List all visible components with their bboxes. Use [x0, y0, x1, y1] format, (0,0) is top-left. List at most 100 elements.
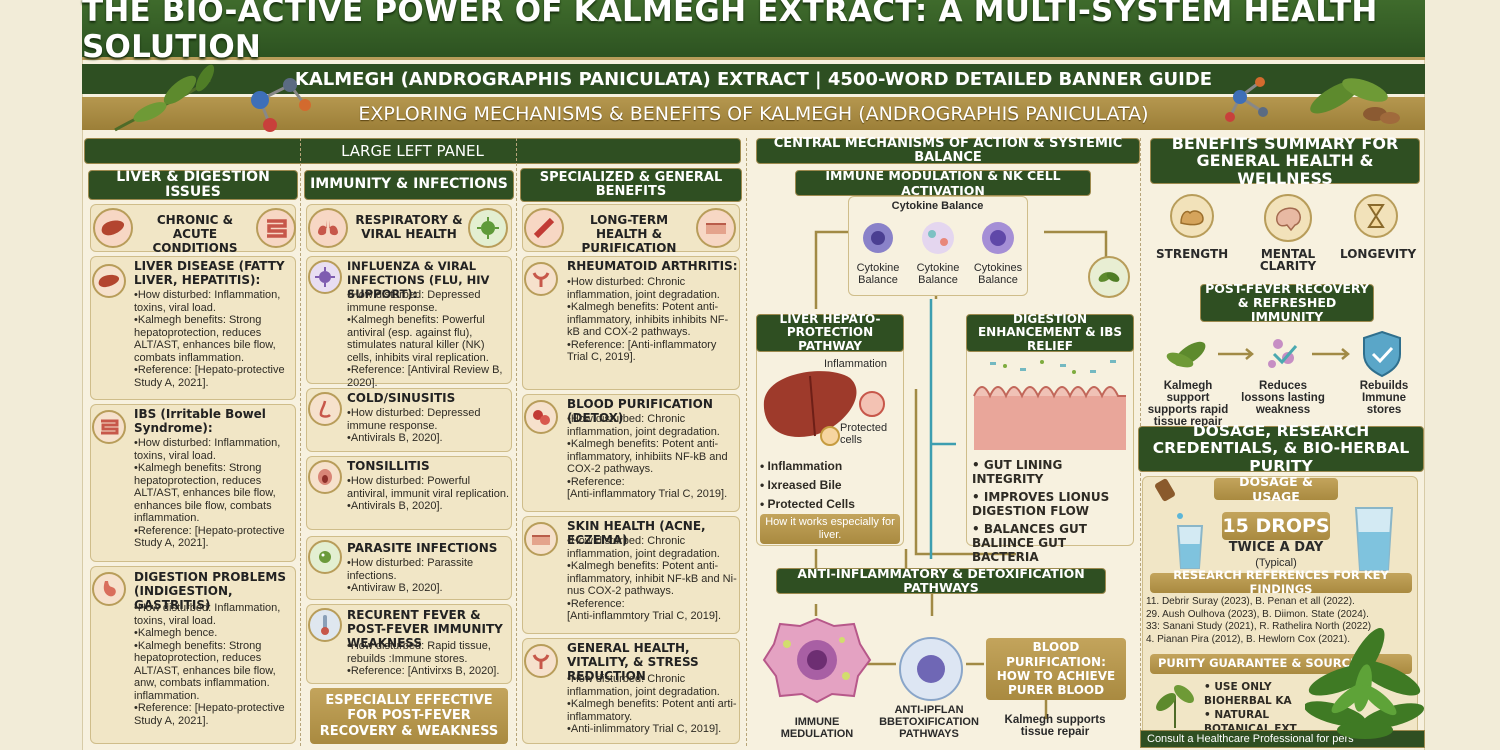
benefits-summary-title: BENEFITS SUMMARY FOR GENERAL HEALTH & WE…	[1150, 134, 1420, 187]
divider	[516, 138, 517, 746]
parasite-icon	[308, 540, 342, 574]
digestion-title: DIGESTION PROBLEMS (INDIGESTION, GASTRIT…	[134, 570, 286, 612]
skin-health-body: •How disturbed: Chronic inflammation, jo…	[567, 535, 737, 622]
reference-item: 29. Aush Oulhova (2023), B. Diimon. Stat…	[1146, 608, 1369, 620]
cytokine-label: Cytokine Balance	[856, 262, 900, 286]
benefit-label: MENTAL CLARITY	[1259, 247, 1317, 273]
herb-icon	[1088, 256, 1130, 298]
intestine-icon	[92, 410, 126, 444]
recovery-icons	[1166, 330, 1401, 378]
influenza-title: INFLUENZA & VIRAL INFECTIONS (FLU, HIV S…	[347, 259, 490, 301]
flow-arrows	[814, 230, 1108, 719]
col3-intro: LONG-TERM HEALTH & PURIFICATION	[581, 213, 677, 255]
parasite-card	[306, 536, 512, 600]
right-margin	[1418, 0, 1500, 750]
leaf-icon	[1156, 685, 1194, 728]
divider	[300, 138, 301, 746]
kalmegh-plant-icon	[1305, 628, 1425, 739]
fever-title: RECURENT FEVER & POST-FEVER IMMUNITY WEA…	[347, 608, 503, 650]
tagline: EXPLORING MECHANISMS & BENEFITS OF KALME…	[358, 102, 1149, 125]
uterus-icon	[524, 644, 558, 678]
digestion-list-text: GUT LINING INTEGRITY	[972, 458, 1063, 486]
arthritis-card	[522, 256, 740, 390]
liver-list-text: Protected Cells	[767, 497, 855, 511]
cytokine-balance-title: Cytokine Balance	[891, 200, 984, 212]
influenza-body: •How disturbed: Depressed immune respons…	[347, 289, 503, 389]
dosage-label: DOSAGE & USAGE	[1214, 474, 1338, 504]
parasite-title: PARASITE INFECTIONS	[347, 541, 498, 555]
recovery-label: Reduces lossons lasting weakness	[1241, 380, 1325, 416]
digestion-list-item: • BALANCES GUT BALIINCE GUT BACTERIA	[972, 522, 1087, 564]
col3-title: SPECIALIZED & GENERAL BENEFITS	[520, 168, 742, 202]
blood-purification-card	[522, 394, 740, 512]
cytokine-cells-icon	[863, 222, 1014, 254]
left-margin	[0, 0, 82, 750]
purity-item: • USE ONLY BIOHERBAL KA	[1204, 681, 1292, 707]
ibs-body: •How disturbed: Inflammation, toxins, vi…	[134, 437, 285, 549]
digestion-list-text: BALANCES GUT BALIINCE GUT BACTERIA	[972, 522, 1087, 564]
left-panel-title: LARGE LEFT PANEL	[84, 138, 741, 164]
drops-badge: 15 DROPS	[1222, 512, 1330, 540]
skin-health-title: SKIN HEALTH (ACNE, ECZEMA)	[567, 519, 706, 547]
liver-icon	[92, 264, 126, 298]
arthritis-body: •How disturbed: Chronic inflammation, jo…	[567, 276, 729, 363]
inflammation-label: Inflammation	[824, 358, 887, 370]
water-glass-icon	[1354, 507, 1394, 571]
col1-title: LIVER & DIGESTION ISSUES	[88, 169, 298, 200]
dropper-glass-icon	[1155, 478, 1204, 569]
strength-icon	[1170, 194, 1214, 238]
lungs-icon	[308, 208, 348, 248]
tonsillitis-card	[306, 456, 512, 530]
general-health-body: •How disturbed: Chronic inflammation, jo…	[567, 673, 737, 735]
blood-purification-body: •How disturbed: Chronic inflammation, jo…	[567, 413, 728, 500]
liver-list-text: Inflammation	[767, 459, 843, 473]
blood-cells-icon	[524, 400, 558, 434]
center-title: CENTRAL MECHANISMS OF ACTION & SYSTEMIC …	[756, 136, 1140, 165]
immune-cell-icon	[762, 617, 872, 704]
liver-list: • Inflammation • Ixreased Bile • Protect…	[760, 457, 880, 514]
liver-disease-title: LIVER DISEASE (FATTY LIVER, HEPATITIS):	[134, 259, 285, 287]
immune-medulation-label: IMMUNE MEDULATION	[780, 716, 854, 740]
immune-modulation-title: IMMUNE MODULATION & NK CELL ACTIVATION	[795, 168, 1091, 198]
detox-cell-icon	[899, 637, 963, 701]
leaf-molecule-left-icon	[114, 64, 311, 132]
cytokine-label: Cytokines Balance	[973, 262, 1023, 286]
virus-icon	[468, 208, 508, 248]
skin-icon	[524, 522, 558, 556]
cytokine-label: Cytokine Balance	[916, 262, 960, 286]
hourglass-icon	[1354, 194, 1398, 238]
liver-pathway-title: LIVER HEPATO-PROTECTION PATHWAY	[756, 313, 904, 352]
main-title: THE BIO-ACTIVE POWER OF KALMEGH EXTRACT:…	[82, 0, 1378, 65]
dosage-section-title: DOSAGE, RESEARCH CREDENTIALS, & BIO-HERB…	[1138, 423, 1424, 474]
purity-text: USE ONLY BIOHERBAL KA	[1204, 681, 1292, 707]
parasite-body: •How disturbed: Parassite infections. •A…	[347, 557, 474, 594]
blood-note: Kalmegh supports tissue repair	[1004, 714, 1106, 738]
blood-vessel-icon	[524, 208, 564, 248]
frequency: TWICE A DAY	[1228, 540, 1324, 555]
reference-item: 4. Pianan Pira (2012), B. Hewlorn Cox (2…	[1146, 633, 1350, 645]
reference-item: 11. Debrir Suray (2023), B. Penan et all…	[1146, 596, 1355, 607]
divider	[746, 138, 747, 746]
recovery-label: Kalmegh support supports rapid tissue re…	[1147, 380, 1229, 428]
intestine-icon	[256, 208, 296, 248]
general-health-card	[522, 638, 740, 744]
liver-icon	[93, 208, 133, 248]
protected-cells-label: Protected cells	[840, 422, 888, 446]
cold-card	[306, 388, 512, 452]
liver-disease-body: •How disturbed: Inflammation, toxins, vi…	[134, 289, 285, 389]
liver-list-item: • Ixreased Bile	[760, 478, 842, 492]
benefit-label: LONGEVITY	[1340, 247, 1417, 261]
recovery-title: POST-FEVER RECOVERY & REFRESHED IMMUNITY	[1200, 282, 1374, 323]
liver-list-text: Ixreased Bile	[767, 478, 842, 492]
references-list: 11. Debrir Suray (2023), B. Penan et all…	[1146, 596, 1414, 646]
gut-lining-illustration-icon	[973, 360, 1126, 450]
digestion-list-item: • IMPROVES LIONUS DIGESTION FLOW	[972, 490, 1110, 518]
throat-icon	[308, 460, 342, 494]
liver-list-item: • Protected Cells	[760, 497, 855, 511]
detox-pathways-label: ANTI-IPFLAN BBETOXIFICATION PATHWAYS	[879, 704, 979, 740]
general-health-title: GENERAL HEALTH, VITALITY, & STRESS REDUC…	[567, 641, 699, 683]
col2-intro: RESPIRATORY & VIRAL HEALTH	[355, 213, 463, 241]
recovery-label: Rebuilds Immune stores	[1359, 380, 1409, 416]
virus-icon	[308, 260, 342, 294]
